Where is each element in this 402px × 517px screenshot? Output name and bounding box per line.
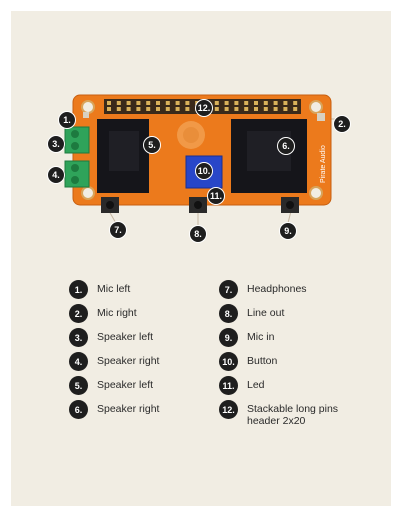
marker-3: 3.: [47, 135, 65, 153]
header-pin: [263, 101, 268, 105]
marker-7: 7.: [109, 221, 127, 239]
legend-label: Line out: [247, 307, 285, 319]
header-pin: [244, 101, 249, 105]
marker-8: 8.: [189, 225, 207, 243]
header-pin: [156, 101, 160, 105]
audio-jacks: [101, 197, 299, 213]
legend-item: 7. Headphones: [219, 280, 357, 299]
legend-number: 2.: [69, 304, 88, 323]
header-pin: [234, 101, 239, 105]
header-pin: [126, 101, 131, 105]
pirate-logo: [177, 121, 205, 149]
legend-number: 9.: [219, 328, 238, 347]
header-pin: [146, 107, 151, 111]
header-pin: [107, 101, 111, 105]
legend-label: Speaker left: [97, 331, 154, 343]
legend-item: 8. Line out: [219, 304, 357, 323]
legend-number: 3.: [69, 328, 88, 347]
header-pin: [107, 107, 111, 111]
header-pin: [224, 107, 229, 111]
legend-number: 11.: [219, 376, 238, 395]
legend-item: 1. Mic left: [69, 280, 207, 299]
header-pin: [234, 107, 239, 111]
mic-left-pad: [83, 112, 89, 118]
marker-12: 12.: [195, 99, 213, 117]
legend-label: Led: [247, 379, 265, 391]
legend-label: Speaker left: [97, 379, 154, 391]
legend-number: 4.: [69, 352, 88, 371]
header-pin: [283, 101, 288, 105]
legend-label: Mic left: [97, 283, 131, 295]
header-pin: [146, 101, 151, 105]
legend-number: 5.: [69, 376, 88, 395]
marker-2: 2.: [333, 115, 351, 133]
legend-number: 1.: [69, 280, 88, 299]
header-pin: [214, 101, 219, 105]
header-pin: [254, 101, 258, 105]
header-pin: [165, 101, 170, 105]
brand-text: Pirate Audio: [320, 145, 327, 183]
legend-number: 12.: [219, 400, 238, 419]
legend-item: 11. Led: [219, 376, 357, 395]
header-pin: [175, 101, 180, 105]
legend-number: 10.: [219, 352, 238, 371]
header-pin: [283, 107, 288, 111]
legend-item: 9. Mic in: [219, 328, 357, 347]
header-pin: [293, 101, 298, 105]
marker-10: 10.: [195, 162, 213, 180]
header-pin: [136, 101, 141, 105]
legend-item: 5. Speaker left: [69, 376, 207, 395]
legend-item: 10. Button: [219, 352, 357, 371]
marker-1: 1.: [58, 111, 76, 129]
header-pin: [156, 107, 160, 111]
header-pin: [185, 101, 190, 105]
header-pin: [254, 107, 258, 111]
legend-number: 6.: [69, 400, 88, 419]
header-pin: [136, 107, 141, 111]
legend-label: Stackable long pins header 2x20: [247, 403, 339, 427]
legend-label: Headphones: [247, 283, 307, 295]
legend-label: Mic right: [97, 307, 137, 319]
legend-item: 3. Speaker left: [69, 328, 207, 347]
legend-item: 4. Speaker right: [69, 352, 207, 371]
speaker-module-right: [231, 119, 307, 193]
board-photo: Pirate Audio: [64, 94, 337, 229]
header-pin: [273, 101, 278, 105]
header-pin: [185, 107, 190, 111]
marker-4: 4.: [47, 166, 65, 184]
header-pin: [273, 107, 278, 111]
legend-item: 6. Speaker right: [69, 400, 207, 419]
header-pin: [126, 107, 131, 111]
header-pin: [244, 107, 249, 111]
legend-label: Speaker right: [97, 403, 160, 415]
screw-terminals: [64, 126, 90, 188]
legend-label: Speaker right: [97, 355, 160, 367]
speaker-module-left: [97, 119, 149, 193]
header-pin: [116, 107, 121, 111]
marker-11: 11.: [207, 187, 225, 205]
header-pin: [293, 107, 298, 111]
header-pin: [224, 101, 229, 105]
legend-label: Button: [247, 355, 278, 367]
marker-5: 5.: [143, 136, 161, 154]
legend-item: 12. Stackable long pins header 2x20: [219, 400, 357, 427]
marker-9: 9.: [279, 222, 297, 240]
marker-6: 6.: [277, 137, 295, 155]
header-pin: [175, 107, 180, 111]
header-pin: [263, 107, 268, 111]
header-pin: [214, 107, 219, 111]
legend-label: Mic in: [247, 331, 275, 343]
mic-right-pad: [317, 113, 325, 121]
legend-item: 2. Mic right: [69, 304, 207, 323]
header-pin: [165, 107, 170, 111]
figure-panel: Pirate Audio 1. 2. 3. 4. 5. 6. 7. 8. 9. …: [11, 11, 391, 506]
header-pin: [116, 101, 121, 105]
legend-number: 8.: [219, 304, 238, 323]
legend-number: 7.: [219, 280, 238, 299]
